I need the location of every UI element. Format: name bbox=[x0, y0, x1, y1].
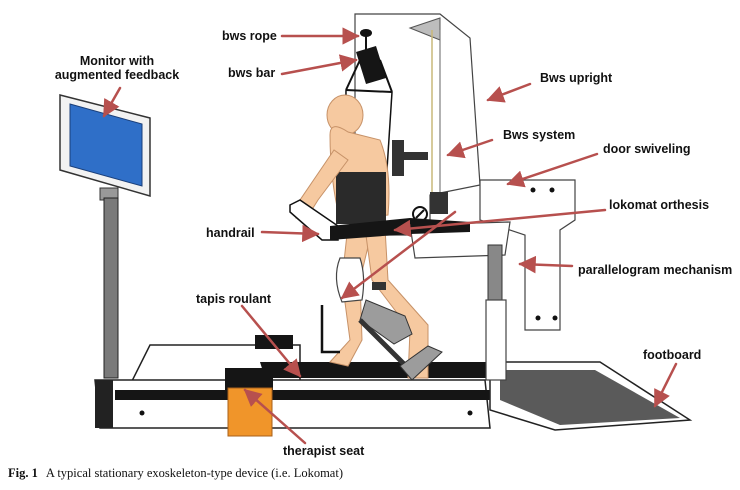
arrow-door-swiveling bbox=[506, 152, 599, 188]
label-door-swiveling: door swiveling bbox=[603, 142, 691, 156]
figure-caption: Fig. 1 A typical stationary exoskeleton-t… bbox=[8, 466, 343, 481]
therapist-seat bbox=[225, 368, 273, 437]
treadmill-base bbox=[94, 379, 491, 429]
arrow-lokomat-orthesis-2 bbox=[340, 210, 457, 300]
label-bws-system: Bws system bbox=[503, 128, 576, 142]
monitor bbox=[59, 94, 151, 379]
arrow-therapist-seat bbox=[243, 388, 307, 445]
label-monitor-line2: augmented feedback bbox=[54, 68, 180, 82]
footboard bbox=[489, 361, 693, 431]
label-bws-bar: bws bar bbox=[228, 66, 276, 80]
patient bbox=[295, 94, 429, 379]
label-lokomat-orthesis: lokomat orthesis bbox=[609, 198, 710, 212]
label-monitor-line1: Monitor with bbox=[79, 54, 155, 68]
harness bbox=[336, 172, 386, 224]
label-handrail: handrail bbox=[206, 226, 255, 240]
caption-fig-label: Fig. 1 bbox=[8, 466, 38, 480]
arrow-handrail bbox=[260, 224, 320, 243]
bws-rope-pulley bbox=[360, 29, 372, 37]
label-bws-rope: bws rope bbox=[222, 29, 277, 43]
label-bws-upright: Bws upright bbox=[540, 71, 613, 85]
label-footboard: footboard bbox=[643, 348, 702, 362]
label-tapis-roulant: tapis roulant bbox=[196, 292, 272, 306]
arrow-lokomat-orthesis-1 bbox=[393, 208, 607, 238]
label-parallelogram: parallelogram mechanism bbox=[578, 263, 733, 277]
lokomat-diagram bbox=[59, 13, 693, 445]
monitor-pole bbox=[103, 197, 119, 379]
annotation-arrows bbox=[102, 27, 678, 445]
bws-bar bbox=[356, 46, 386, 84]
label-therapist-seat: therapist seat bbox=[283, 444, 365, 458]
arrow-bws-system bbox=[446, 138, 494, 159]
treadmill-belt bbox=[260, 362, 505, 378]
treadmill bbox=[94, 335, 505, 429]
arrow-tapis-roulant bbox=[240, 304, 302, 378]
arrow-footboard bbox=[653, 362, 678, 408]
caption-text: A typical stationary exoskeleton-type de… bbox=[45, 466, 343, 480]
arrow-monitor bbox=[102, 86, 122, 118]
arrow-bws-bar bbox=[280, 54, 358, 76]
arrow-parallelogram bbox=[518, 255, 574, 274]
arrow-bws-upright bbox=[486, 82, 532, 103]
label-monitor: Monitor with augmented feedback bbox=[52, 54, 182, 82]
